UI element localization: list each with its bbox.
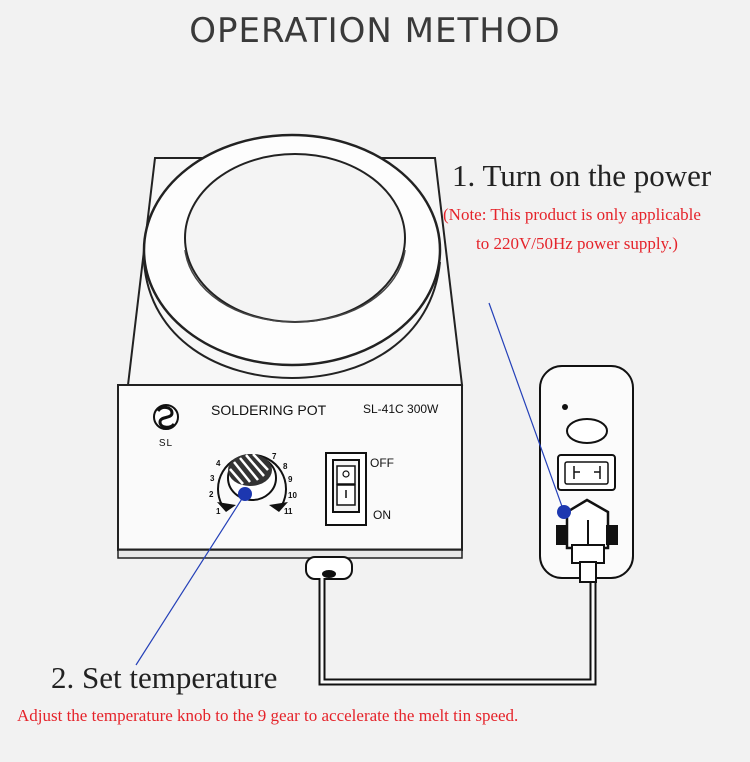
power-cord: [318, 578, 597, 686]
step1-note-line2: to 220V/50Hz power supply.): [476, 234, 678, 253]
power-socket: [539, 365, 634, 583]
pointer-line-knob: [135, 493, 246, 666]
dial-tick-11: 11: [284, 507, 293, 516]
power-switch[interactable]: OFF ON: [325, 452, 394, 526]
panel-label: SOLDERING POT: [211, 402, 327, 418]
pointer-dot-power: [557, 505, 571, 519]
pointer-dot-knob: [238, 487, 252, 501]
switch-on-label: ON: [373, 508, 391, 522]
step2-heading: 2. Set temperature: [51, 660, 277, 695]
dial-tick-9: 9: [288, 475, 293, 484]
logo-text: SL: [159, 438, 173, 449]
socket-outlet: [557, 454, 616, 491]
tin-pot: [142, 133, 442, 380]
brand-logo: SL: [153, 404, 179, 449]
step1-heading: 1. Turn on the power: [452, 158, 712, 193]
dial-tick-7: 7: [272, 452, 277, 461]
power-plug: [556, 498, 618, 583]
cord-grommet: [305, 556, 353, 580]
switch-off-label: OFF: [370, 456, 394, 470]
dial-tick-3: 3: [210, 474, 215, 483]
dial-tick-4: 4: [216, 459, 221, 468]
socket-switch-button[interactable]: [566, 418, 608, 444]
step1-note-line1: (Note: This product is only applicable: [443, 205, 701, 224]
soldering-pot: SL SOLDERING POT SL-41C 300W 1 2 3 4 7 8: [117, 133, 464, 580]
step2-note: Adjust the temperature knob to the 9 gea…: [17, 706, 518, 725]
dial-tick-10: 10: [288, 491, 297, 500]
dial-tick-1: 1: [216, 507, 221, 516]
dial-tick-2: 2: [209, 490, 214, 499]
page-title: OPERATION METHOD: [189, 11, 561, 51]
temperature-knob[interactable]: 1 2 3 4 7 8 9 10 11: [209, 452, 297, 516]
dial-tick-8: 8: [283, 462, 288, 471]
pointer-line-power: [488, 302, 565, 513]
model-label: SL-41C 300W: [363, 402, 439, 416]
